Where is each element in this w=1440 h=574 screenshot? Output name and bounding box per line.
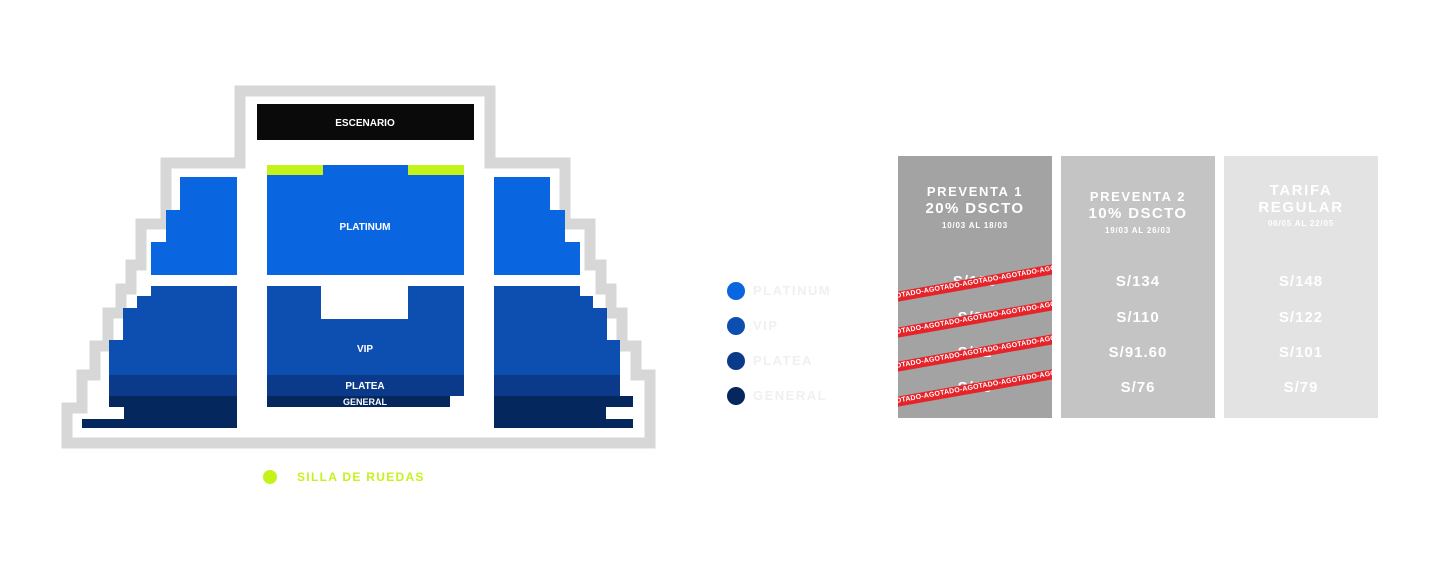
zone-vip[interactable] [494,286,620,375]
column-dates: 10/03 AL 18/03 [942,221,1008,230]
wheelchair-label: SILLA DE RUEDAS [297,470,425,484]
price-column-tarifa-regular: TARIFA REGULAR 06/05 AL 22/05 S/148 S/12… [1224,156,1378,418]
price-platinum: S/148 [1278,273,1324,290]
price-vip: S/110 [1116,309,1160,326]
price-general: S/76 [1120,379,1156,396]
column-dates: 06/05 AL 22/05 [1268,219,1334,228]
legend-label: GENERAL [753,388,828,403]
legend-label: VIP [753,318,779,333]
price-platea: S/91.60 [1108,344,1168,361]
stage [257,104,474,140]
zone-platinum[interactable] [151,177,237,275]
legend-dot [727,316,745,335]
zone-general[interactable] [494,396,633,428]
price-vip: S/122 [1278,309,1324,326]
price-general: S/79 [1283,379,1319,396]
zone-general[interactable] [82,396,237,428]
price-platinum: S/134 [1115,273,1161,290]
zone-legend: PLATINUM VIP PLATEA GENERAL [727,273,831,413]
zone-platinum[interactable] [267,165,464,275]
column-title: PREVENTA 2 [1089,189,1187,204]
legend-label: PLATINUM [753,283,832,298]
column-title: PREVENTA 1 [926,184,1024,199]
legend-dot [727,386,745,405]
legend-item-general: GENERAL [727,378,831,413]
legend-item-platinum: PLATINUM [727,273,831,308]
zone-vip[interactable] [267,286,464,375]
legend-dot [727,351,745,370]
column-header: TARIFA REGULAR 06/05 AL 22/05 [1224,182,1378,228]
legend-dot [727,281,745,300]
price-column-preventa-2: PREVENTA 2 10% DSCTO 19/03 AL 26/03 S/13… [1061,156,1215,418]
zone-vip[interactable] [109,286,237,375]
zone-label-platinum: PLATINUM [340,222,391,233]
wheelchair-dot [263,470,277,484]
venue-seating-map: ESCENARIO PLATINUM VIP PLATEA GENERAL [61,85,656,449]
wheelchair-spot[interactable] [267,165,323,175]
column-subtitle: 10% DSCTO [1088,205,1188,222]
zone-label-vip: VIP [357,344,373,355]
zone-platea[interactable] [494,375,620,396]
zone-platea[interactable] [109,375,237,396]
zone-platinum[interactable] [494,177,580,275]
zone-label-platea: PLATEA [345,381,384,392]
column-subtitle: 20% DSCTO [925,200,1025,217]
column-header: PREVENTA 2 10% DSCTO 19/03 AL 26/03 [1061,188,1215,235]
legend-item-platea: PLATEA [727,343,831,378]
wheelchair-spot[interactable] [408,165,464,175]
zone-general[interactable] [267,396,450,407]
column-header: PREVENTA 1 20% DSCTO 10/03 AL 18/03 [898,183,1052,230]
venue-outline [61,85,656,449]
price-platea: S/101 [1278,344,1324,361]
stage-label: ESCENARIO [335,118,395,129]
legend-item-vip: VIP [727,308,831,343]
price-column-preventa-1: PREVENTA 1 20% DSCTO 10/03 AL 18/03 S/12… [898,156,1052,418]
column-title: TARIFA [1269,182,1333,199]
column-subtitle: REGULAR [1258,199,1344,216]
zone-label-general: GENERAL [343,397,388,407]
wheelchair-legend: SILLA DE RUEDAS [263,470,425,484]
zone-platea[interactable] [267,375,464,396]
legend-label: PLATEA [753,353,814,368]
column-dates: 19/03 AL 26/03 [1105,226,1171,235]
